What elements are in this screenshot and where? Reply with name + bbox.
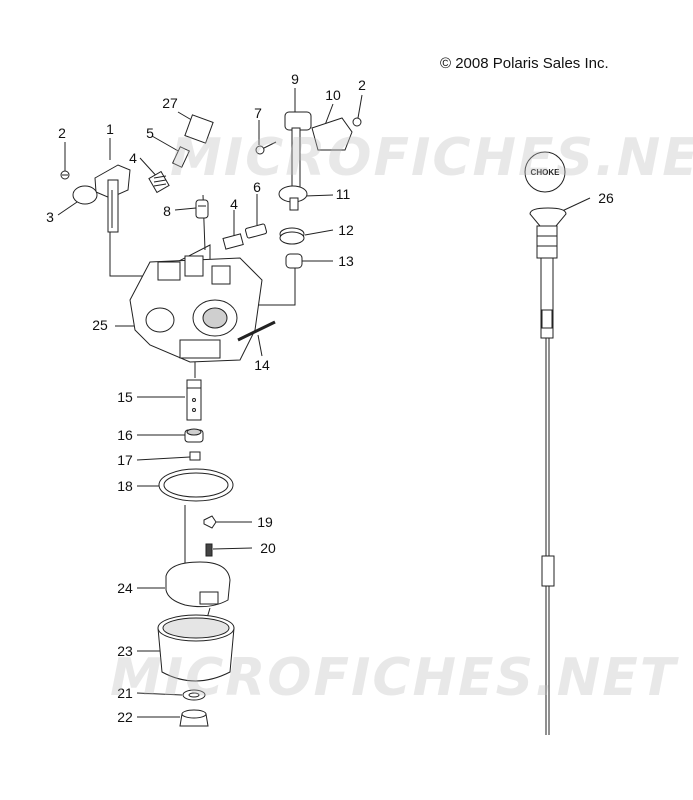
choke-cable-part-26 (524, 151, 567, 735)
pin-part-14 (237, 320, 276, 342)
gasket-part-18 (158, 468, 234, 502)
copyright-notice: © 2008 Polaris Sales Inc. (440, 55, 609, 72)
fuel-block-part-27 (184, 114, 214, 144)
bracket-part-10 (311, 117, 353, 151)
emulsion-tube-part-15 (186, 379, 202, 421)
screw-part-2-right (352, 117, 362, 127)
spring-part-20 (205, 543, 213, 557)
throttle-shaft-part-1 (94, 164, 131, 233)
callout-11: 11 (336, 186, 351, 202)
callout-17: 17 (117, 452, 133, 468)
callout-26: 26 (598, 190, 614, 206)
callout-19: 19 (257, 514, 273, 530)
screw-part-2-left (60, 170, 70, 180)
callout-7: 7 (254, 105, 262, 121)
callout-9: 9 (291, 71, 299, 87)
watermark-bottom: MICROFICHES.NET (110, 648, 678, 708)
spring-part-4-top (148, 170, 170, 194)
drain-screw-part-22 (179, 709, 209, 727)
screw-part-6 (244, 223, 268, 239)
callout-14: 14 (254, 357, 270, 373)
callout-8: 8 (163, 203, 171, 219)
callout-22: 22 (117, 709, 133, 725)
callout-4-right: 4 (230, 196, 238, 212)
callout-21: 21 (117, 685, 133, 701)
callout-1: 1 (106, 121, 114, 137)
callout-16: 16 (117, 427, 133, 443)
callout-12: 12 (338, 222, 354, 238)
callout-18: 18 (117, 478, 133, 494)
bushing-part-13 (285, 253, 303, 269)
callout-23: 23 (117, 643, 133, 659)
callout-2-left: 2 (58, 125, 66, 141)
callout-10: 10 (325, 87, 341, 103)
carburetor-body-part-25 (129, 255, 263, 363)
callout-24: 24 (117, 580, 133, 596)
callout-25: 25 (92, 317, 108, 333)
main-jet-part-8 (195, 199, 209, 219)
callout-20: 20 (260, 540, 276, 556)
callout-6: 6 (253, 179, 261, 195)
callout-2-right: 2 (358, 77, 366, 93)
choke-plate-part-11 (278, 185, 308, 211)
screw-part-7 (255, 141, 277, 155)
washer-part-21 (182, 689, 206, 701)
callout-5: 5 (146, 125, 154, 141)
jet-part-16 (184, 428, 204, 443)
idle-screw-part-5 (172, 146, 190, 168)
callout-15: 15 (117, 389, 133, 405)
spring-part-12 (279, 227, 305, 245)
callout-27: 27 (162, 95, 178, 111)
callout-13: 13 (338, 253, 354, 269)
throttle-plate-part-3 (72, 185, 98, 205)
callouts: 1 2 2 3 4 4 5 6 7 8 9 10 11 12 13 14 15 … (46, 71, 614, 725)
float-part-24 (165, 561, 231, 608)
needle-part-19 (203, 515, 217, 529)
watermark-top: MICROFICHES.NET (170, 128, 693, 188)
jet-part-17 (189, 451, 201, 461)
spring-part-4-right (222, 233, 244, 250)
callout-3: 3 (46, 209, 54, 225)
callout-4-top: 4 (129, 150, 137, 166)
choke-button-label: CHOKE (531, 168, 561, 177)
float-bowl-part-23 (157, 614, 235, 682)
